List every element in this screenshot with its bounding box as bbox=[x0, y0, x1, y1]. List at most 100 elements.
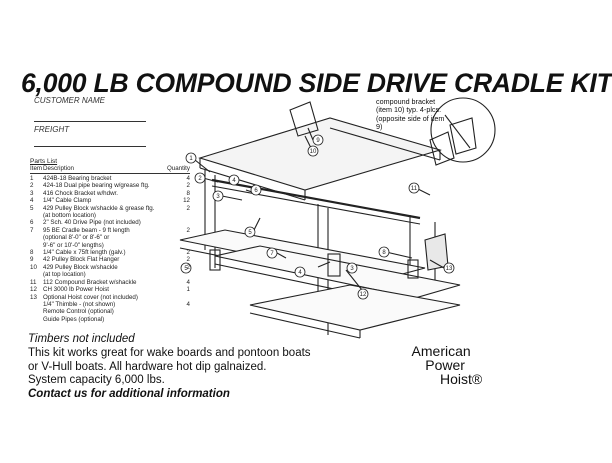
callout-label: 8 bbox=[382, 250, 386, 256]
customer-name-label: CUSTOMER NAME bbox=[34, 96, 105, 105]
timbers-note: Timbers not included bbox=[28, 333, 135, 345]
parts-item bbox=[30, 234, 43, 241]
callout-2 bbox=[194, 172, 206, 184]
customer-name-line bbox=[34, 121, 146, 122]
callout-8 bbox=[378, 246, 390, 258]
parts-qty bbox=[178, 212, 190, 219]
parts-qty: 12 bbox=[183, 197, 190, 205]
parts-desc: 95 BE Cradle beam - 9 ft length bbox=[43, 226, 130, 234]
parts-item: 5 bbox=[30, 204, 34, 212]
parts-qty: 2 bbox=[186, 256, 190, 264]
callout-label: 3 bbox=[350, 266, 354, 272]
callout-7 bbox=[266, 247, 278, 259]
page-title: 6,000 LB COMPOUND SIDE DRIVE CRADLE KIT bbox=[21, 68, 612, 98]
parts-qty: 2 bbox=[186, 263, 190, 271]
description-line: This kit works great for wake boards and… bbox=[28, 347, 311, 359]
parts-desc: 429 Pulley Block w/shackle bbox=[43, 263, 118, 271]
parts-item: 12 bbox=[30, 286, 37, 294]
parts-desc: 1/4" Cable Clamp bbox=[43, 197, 92, 205]
parts-desc: 9'-6" or 10'-0" lengths) bbox=[43, 241, 104, 249]
parts-qty bbox=[178, 219, 190, 226]
callout-label: 11 bbox=[411, 186, 418, 192]
parts-desc: 42 Pulley Block Flat Hanger bbox=[43, 256, 120, 264]
freight-label: FREIGHT bbox=[34, 125, 70, 134]
parts-qty bbox=[178, 308, 190, 315]
parts-desc: 1/4" Cable x 75ft length (galv.) bbox=[43, 249, 126, 257]
logo-line-2: Power bbox=[425, 357, 465, 373]
parts-desc: 424B-18 Bearing bracket bbox=[43, 175, 112, 182]
freight-line bbox=[34, 146, 146, 147]
description-line: or V-Hull boats. All hardware hot dip ga… bbox=[28, 360, 267, 373]
callout-1 bbox=[185, 152, 197, 164]
parts-desc: 429 Pulley Block w/shackle & grease ftg. bbox=[43, 204, 155, 212]
parts-list-row: 1/4" Thimble - (not shown) 4 bbox=[30, 301, 190, 308]
parts-list-row: (at bottom location) bbox=[30, 212, 190, 219]
american-power-hoist-logo: American Power Hoist® bbox=[400, 344, 483, 387]
col-description: Description bbox=[43, 165, 74, 172]
parts-item: 11 bbox=[30, 278, 37, 286]
parts-item: 10 bbox=[30, 263, 37, 271]
callout-label: 3 bbox=[216, 194, 220, 200]
parts-item: 2 bbox=[30, 182, 34, 190]
parts-item bbox=[30, 316, 43, 323]
parts-qty bbox=[178, 271, 190, 278]
callout-3b bbox=[346, 262, 358, 274]
parts-item: 7 bbox=[30, 226, 34, 234]
parts-desc: Guide Pipes (optional) bbox=[43, 315, 105, 323]
callout-5 bbox=[244, 226, 256, 238]
parts-list-row: 10 429 Pulley Block w/shackle 2 bbox=[30, 264, 190, 271]
parts-list-row: 5 429 Pulley Block w/shackle & grease ftg… bbox=[30, 205, 190, 212]
bracket-note: compound bracket (item 10) typ. 4-plcs. … bbox=[376, 97, 445, 132]
parts-desc: Remote Control (optional) bbox=[43, 308, 114, 316]
callout-label: 1 bbox=[189, 156, 193, 162]
parts-list-row: (optional 8'-0" or 8'-6" or bbox=[30, 234, 190, 241]
parts-list-row: 7 95 BE Cradle beam - 9 ft length 2 bbox=[30, 227, 190, 234]
callout-12 bbox=[357, 288, 369, 300]
parts-desc: 416 Chock Bracket w/hdwr. bbox=[43, 189, 118, 197]
parts-desc: Optional Hoist cover (not included) bbox=[43, 293, 138, 301]
parts-qty: 1 bbox=[186, 286, 190, 294]
callout-6 bbox=[250, 184, 262, 196]
parts-list-row: (at top location) bbox=[30, 271, 190, 278]
parts-desc: 424-18 Dual pipe bearing w/grease ftg. bbox=[43, 182, 150, 190]
callout-label: 4 bbox=[298, 270, 302, 276]
callout-9 bbox=[312, 134, 324, 146]
parts-desc: (optional 8'-0" or 8'-6" or bbox=[43, 234, 110, 242]
parts-desc: 112 Compound Bracket w/shackle bbox=[43, 278, 137, 286]
parts-qty: 8 bbox=[186, 189, 190, 197]
col-item: Item bbox=[30, 165, 43, 172]
callout-label: 12 bbox=[360, 292, 367, 298]
description-line: System capacity 6,000 lbs. bbox=[28, 374, 165, 386]
parts-list-title: Parts List bbox=[30, 158, 58, 165]
parts-qty: 2 bbox=[186, 226, 190, 234]
parts-qty: 2 bbox=[186, 204, 190, 212]
logo-line-3: Hoist® bbox=[440, 371, 483, 387]
callout-label: 4 bbox=[232, 178, 236, 184]
parts-qty: 4 bbox=[186, 300, 190, 308]
callout-label: 5 bbox=[184, 266, 188, 272]
parts-qty bbox=[178, 234, 190, 241]
parts-qty bbox=[178, 294, 190, 301]
callout-3 bbox=[212, 190, 224, 202]
callout-5b bbox=[180, 262, 192, 274]
parts-list-row: Guide Pipes (optional) bbox=[30, 316, 190, 323]
parts-item bbox=[30, 271, 43, 278]
parts-desc: 1/4" Thimble - (not shown) bbox=[43, 300, 116, 308]
kit-description: This kit works great for wake boards and… bbox=[28, 347, 358, 388]
callout-label: 2 bbox=[198, 176, 202, 182]
callout-4b bbox=[294, 266, 306, 278]
parts-desc: 2" Sch. 40 Drive Pipe (not included) bbox=[43, 219, 141, 227]
parts-item bbox=[30, 308, 43, 315]
